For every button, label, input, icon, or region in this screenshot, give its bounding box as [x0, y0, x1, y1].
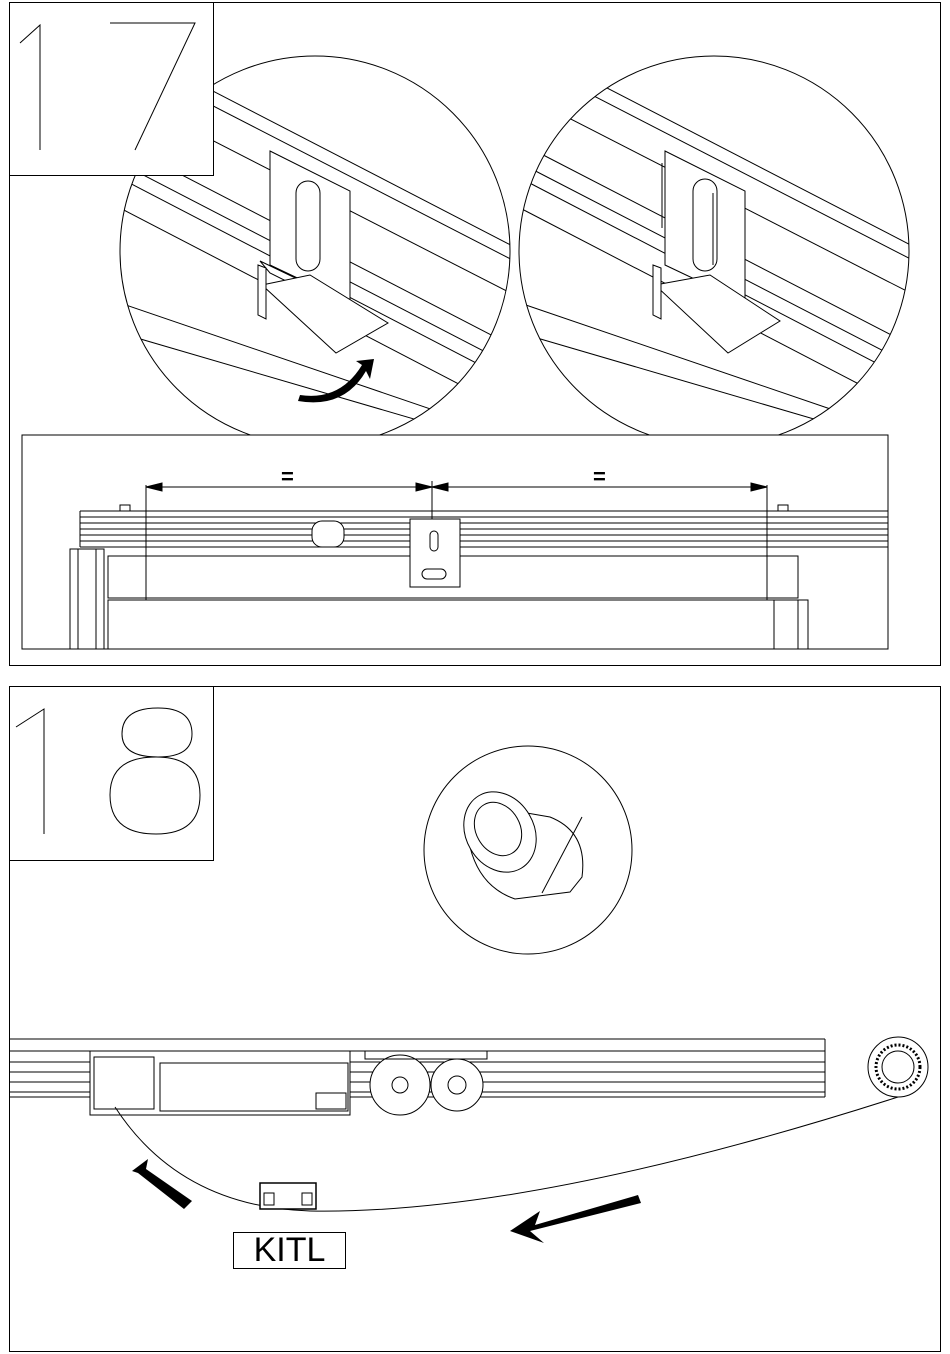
dimension-mark-left: = — [281, 467, 294, 487]
step-number-box: 17 — [10, 3, 214, 176]
kit-label: KITL — [233, 1232, 346, 1269]
sensor-icon — [450, 779, 583, 899]
step-number-18-glyph — [10, 687, 213, 860]
rotate-arrow-icon — [298, 359, 374, 402]
bracket-detail-right — [520, 43, 930, 453]
step-17-panel: = = 17 — [9, 2, 941, 666]
step-number-box: 18 — [10, 687, 214, 861]
step-18-panel: KITL 18 — [9, 686, 941, 1352]
dimension-mark-right: = — [593, 467, 606, 487]
operator-rail — [10, 1039, 825, 1115]
step-number-17-glyph — [10, 3, 213, 175]
direction-arrow-icon — [132, 1159, 641, 1243]
